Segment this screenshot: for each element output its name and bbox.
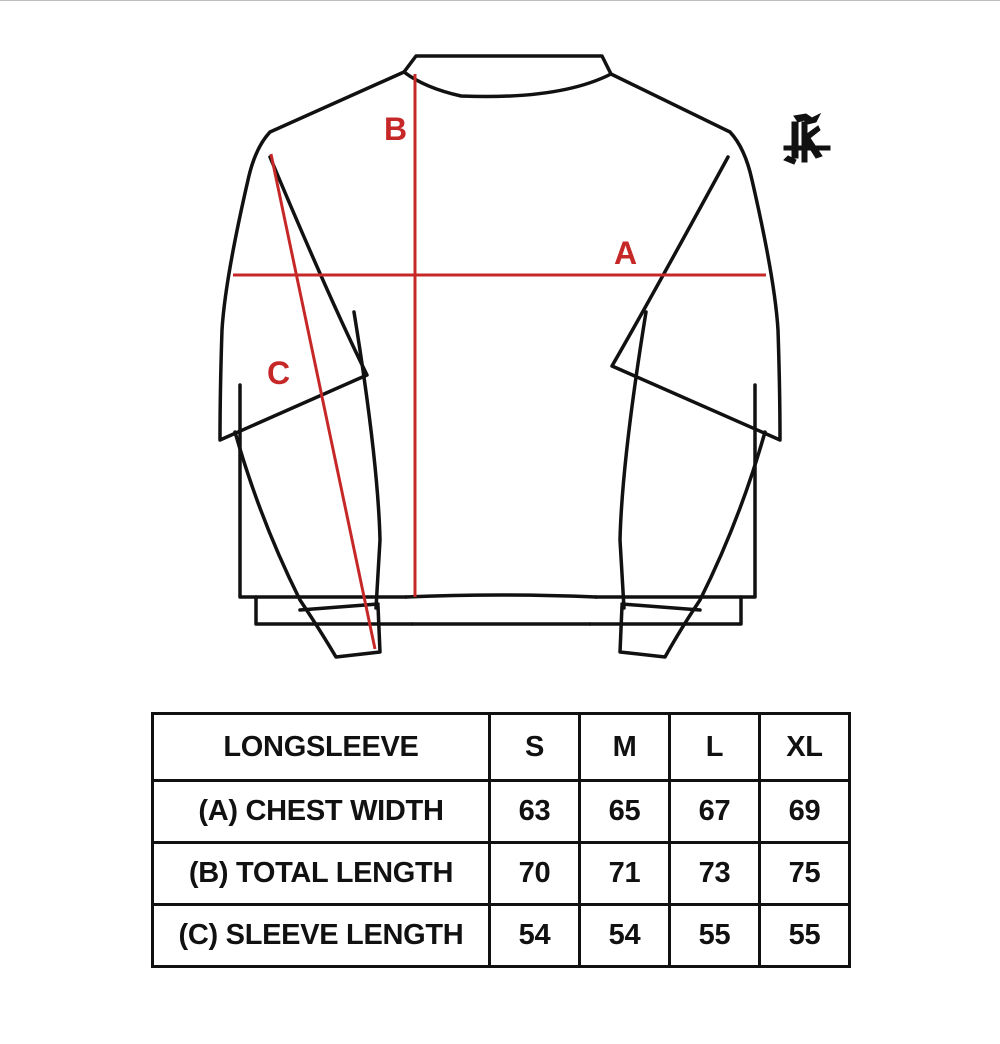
sweatshirt-outline-icon: B A C [218, 54, 782, 659]
cell-value: 54 [578, 903, 671, 968]
table-row: (C) SLEEVE LENGTH 54 54 55 55 [151, 903, 851, 968]
size-chart-table: LONGSLEEVE S M L XL (A) CHEST WIDTH 63 6… [151, 712, 851, 968]
garment-diagram: B A C [218, 54, 782, 659]
cell-value: 67 [668, 779, 761, 844]
cell-value: 65 [578, 779, 671, 844]
row-label: (C) SLEEVE LENGTH [151, 903, 491, 968]
cell-value: 63 [488, 779, 581, 844]
cell-value: 55 [668, 903, 761, 968]
row-label: (B) TOTAL LENGTH [151, 841, 491, 906]
table-row: (B) TOTAL LENGTH 70 71 73 75 [151, 841, 851, 906]
cell-value: 75 [758, 841, 851, 906]
label-b: B [384, 111, 407, 147]
cell-value: 73 [668, 841, 761, 906]
cell-value: 71 [578, 841, 671, 906]
size-header-s: S [488, 712, 581, 782]
cell-value: 54 [488, 903, 581, 968]
size-header-xl: XL [758, 712, 851, 782]
label-a: A [614, 235, 637, 271]
row-label: (A) CHEST WIDTH [151, 779, 491, 844]
table-row: (A) CHEST WIDTH 63 65 67 69 [151, 779, 851, 844]
cell-value: 55 [758, 903, 851, 968]
top-rule [0, 0, 1000, 1]
table-title: LONGSLEEVE [151, 712, 491, 782]
cell-value: 69 [758, 779, 851, 844]
size-header-l: L [668, 712, 761, 782]
gothic-monogram-logo-icon [783, 112, 831, 165]
size-header-m: M [578, 712, 671, 782]
table-header-row: LONGSLEEVE S M L XL [151, 712, 851, 782]
label-c: C [267, 355, 290, 391]
cell-value: 70 [488, 841, 581, 906]
